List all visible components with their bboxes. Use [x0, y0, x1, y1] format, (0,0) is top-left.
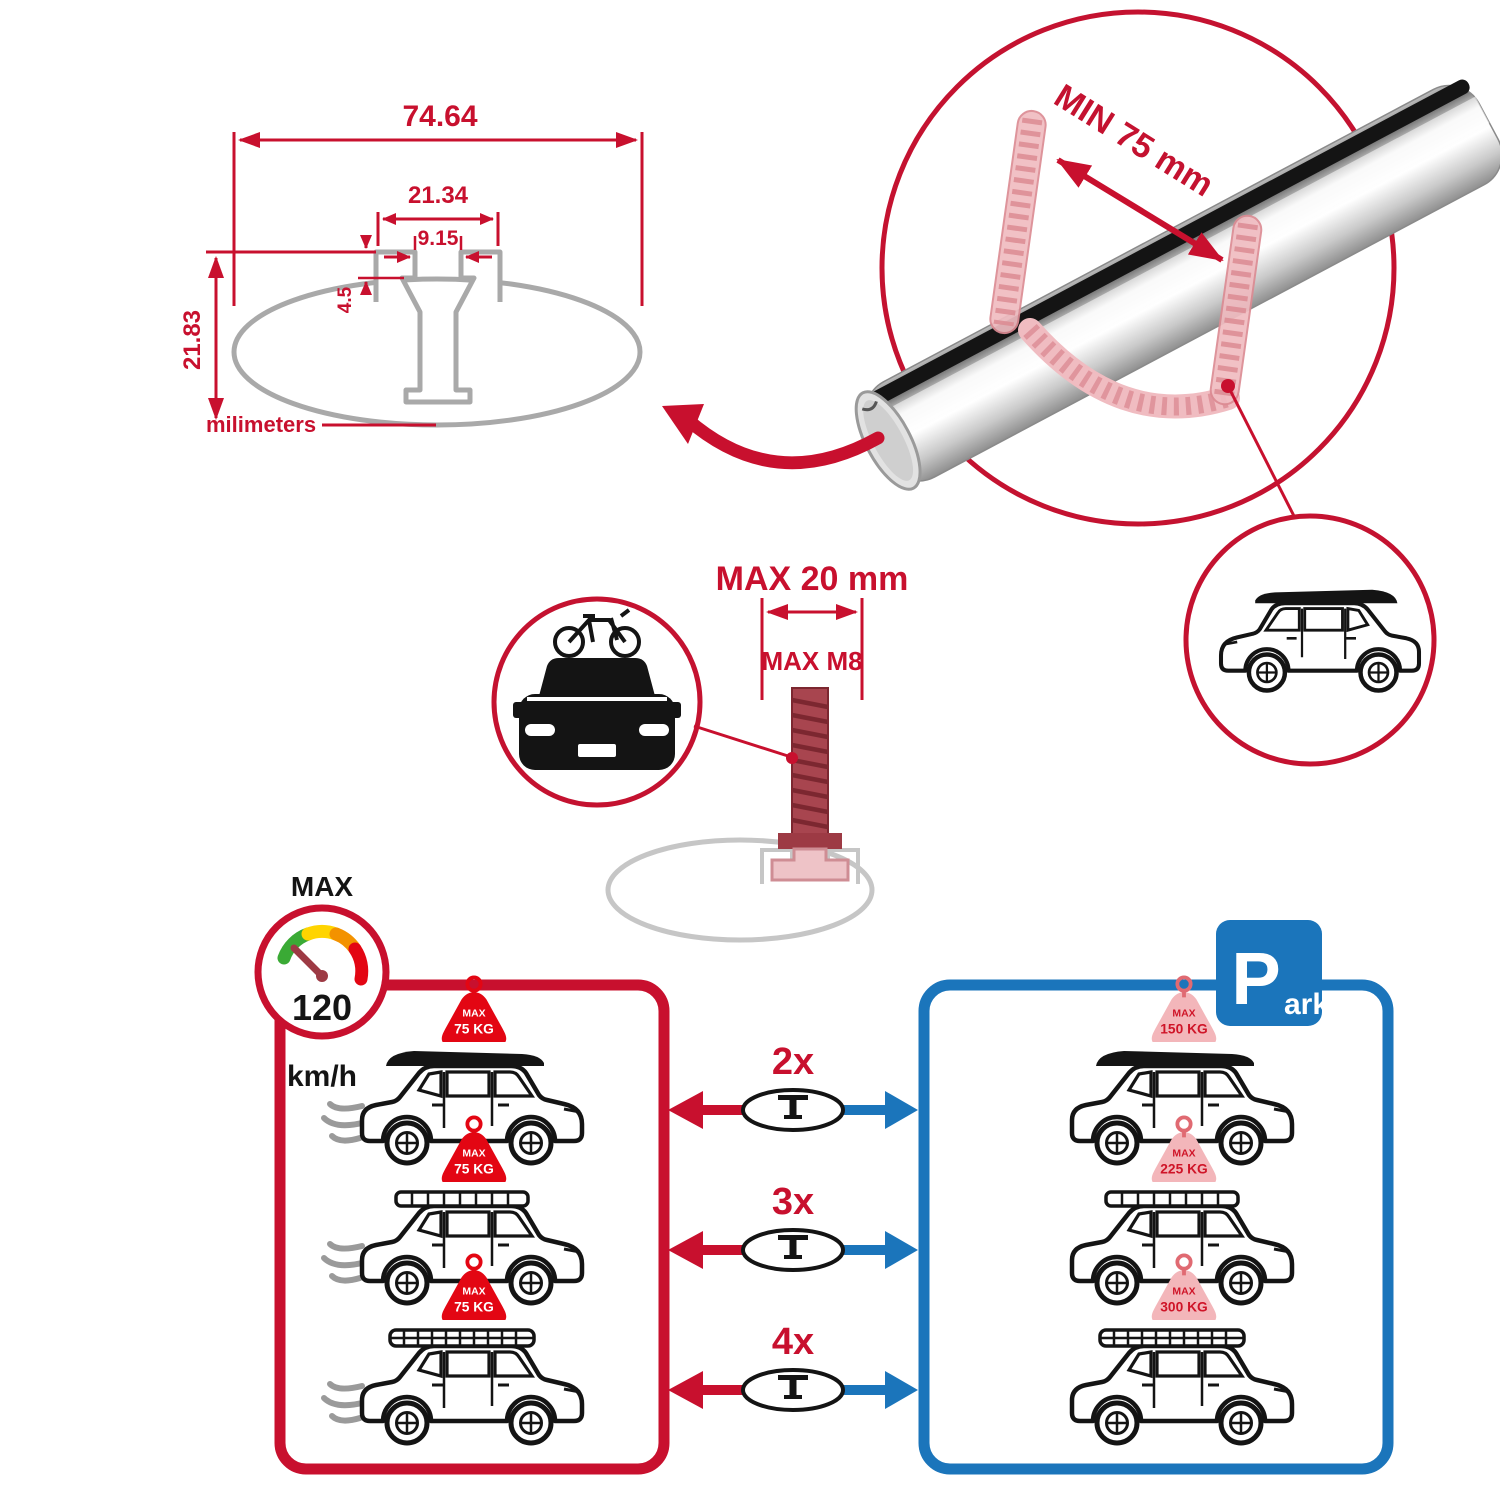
- dim-total-width: [232, 132, 644, 306]
- driving-car-3: MAX 75 KG: [324, 1253, 582, 1443]
- parking-sign-plate: [1216, 920, 1322, 1026]
- bolt-channel-lips: [760, 848, 860, 884]
- gauge-needle: [290, 944, 326, 980]
- flag-load: 300 KG: [1160, 1299, 1207, 1314]
- parked-zone: MAX 150 KG MAX 225 KG MAX 300 KG: [918, 920, 1394, 1475]
- parking-sign-letter: P: [1231, 937, 1280, 1020]
- units-label: milimeters: [206, 412, 316, 437]
- bolt-dimension-lines: [760, 598, 864, 700]
- roof-load-flag: MAX 75 KG: [441, 1253, 507, 1320]
- dim-slot-outer-width: [376, 212, 500, 246]
- aluminum-bar: [854, 79, 1500, 491]
- roofbox-suv-badge: [1183, 513, 1437, 767]
- bolt-leader-line: [693, 724, 789, 758]
- dim-slot-outer-width-label: 21.34: [408, 182, 469, 209]
- profile-dimension-drawing: 74.64 21.34 9.15 4.5 21.83 milimeters: [179, 100, 644, 437]
- car-front-icon: [513, 658, 681, 770]
- speed-limit-gauge: MAX 120 km/h: [254, 871, 390, 1093]
- speed-value: 120: [292, 987, 352, 1028]
- mounting-strap: [989, 109, 1263, 419]
- gauge-arcs: [277, 924, 369, 986]
- parking-sign-suffix: ark: [1284, 988, 1329, 1021]
- bar-detail-view: MIN 75 mm: [662, 9, 1500, 527]
- multiplier-label: 2x: [772, 1041, 814, 1083]
- driving-car-2: MAX 75 KG: [324, 1115, 582, 1303]
- bike-car-badge: [491, 596, 798, 808]
- multiplier-label: 4x: [772, 1321, 814, 1363]
- roof-load-flag: MAX 150 KG: [1151, 975, 1217, 1042]
- flag-load: 75 KG: [454, 1299, 494, 1314]
- profile-t-slot-channel: [373, 249, 503, 405]
- roof-load-flag: MAX 75 KG: [441, 1115, 507, 1182]
- flag-load: 75 KG: [454, 1161, 494, 1176]
- bolt-collar: [778, 833, 842, 849]
- threaded-bolt: [770, 687, 850, 882]
- crossbar-oval-icon: [741, 1368, 845, 1412]
- roof-load-flag: MAX 225 KG: [1151, 1115, 1217, 1182]
- driving-zone-border: [274, 979, 670, 1475]
- flag-caption: MAX: [462, 1286, 485, 1297]
- bike-icon: [553, 608, 641, 658]
- parked-car-3: MAX 300 KG: [1072, 1253, 1292, 1443]
- flag-caption: MAX: [1172, 1286, 1195, 1297]
- speed-max-caption: MAX: [291, 871, 354, 902]
- suv-leader-line: [1226, 385, 1298, 521]
- driving-zone: MAX 75 KG MAX 75 KG MAX 75 KG: [274, 975, 670, 1475]
- bar-count-rows: 2x 3x 4x: [668, 1041, 918, 1412]
- bolt-profile-ellipse: [605, 837, 875, 943]
- speed-unit: km/h: [287, 1060, 357, 1093]
- bar-count-row-3: 4x: [668, 1321, 918, 1412]
- bolt-max-thread-label: MAX M8: [761, 646, 862, 676]
- dim-slot-opening-width: [384, 236, 492, 263]
- crossbar-oval-icon: [741, 1228, 845, 1272]
- dim-total-height: [206, 250, 436, 427]
- driving-car-1: MAX 75 KG: [324, 975, 582, 1163]
- min-clearance-label: MIN 75 mm: [1048, 77, 1220, 204]
- crossbar-oval-icon: [741, 1088, 845, 1132]
- leader-dot: [1221, 379, 1235, 393]
- dim-lip-depth: [358, 235, 404, 295]
- parked-zone-border: [918, 979, 1394, 1475]
- bolt-max-length-label: MAX 20 mm: [716, 560, 909, 598]
- bar-count-row-1: 2x: [668, 1041, 918, 1132]
- profile-pointer-arrow: [662, 404, 885, 470]
- roof-load-flag: MAX 300 KG: [1151, 1253, 1217, 1320]
- dim-total-width-label: 74.64: [402, 100, 477, 133]
- flag-load: 150 KG: [1160, 1021, 1207, 1036]
- bolt-detail: MAX 20 mm MAX M8: [605, 560, 909, 943]
- flag-load: 75 KG: [454, 1021, 494, 1036]
- roof-load-flag: MAX 75 KG: [441, 975, 507, 1042]
- gauge-pivot: [316, 970, 328, 982]
- parked-car-1: MAX 150 KG: [1072, 975, 1292, 1163]
- flag-caption: MAX: [462, 1008, 485, 1019]
- flag-caption: MAX: [462, 1148, 485, 1159]
- flag-load: 225 KG: [1160, 1161, 1207, 1176]
- detail-circle: [879, 9, 1397, 527]
- flag-caption: MAX: [1172, 1008, 1195, 1019]
- profile-ellipse: [231, 276, 643, 428]
- bar-count-row-2: 3x: [668, 1181, 918, 1272]
- dim-lip-depth-label: 4.5: [335, 286, 356, 313]
- dim-slot-opening-width-label: 9.15: [418, 227, 459, 250]
- parked-car-2: MAX 225 KG: [1072, 1115, 1292, 1303]
- parking-sign: P ark: [1216, 920, 1329, 1026]
- flag-caption: MAX: [1172, 1148, 1195, 1159]
- bolt-leader-dot: [786, 752, 798, 764]
- multiplier-label: 3x: [772, 1181, 814, 1223]
- dim-total-height-label: 21.83: [179, 310, 206, 370]
- t-nut: [770, 847, 850, 882]
